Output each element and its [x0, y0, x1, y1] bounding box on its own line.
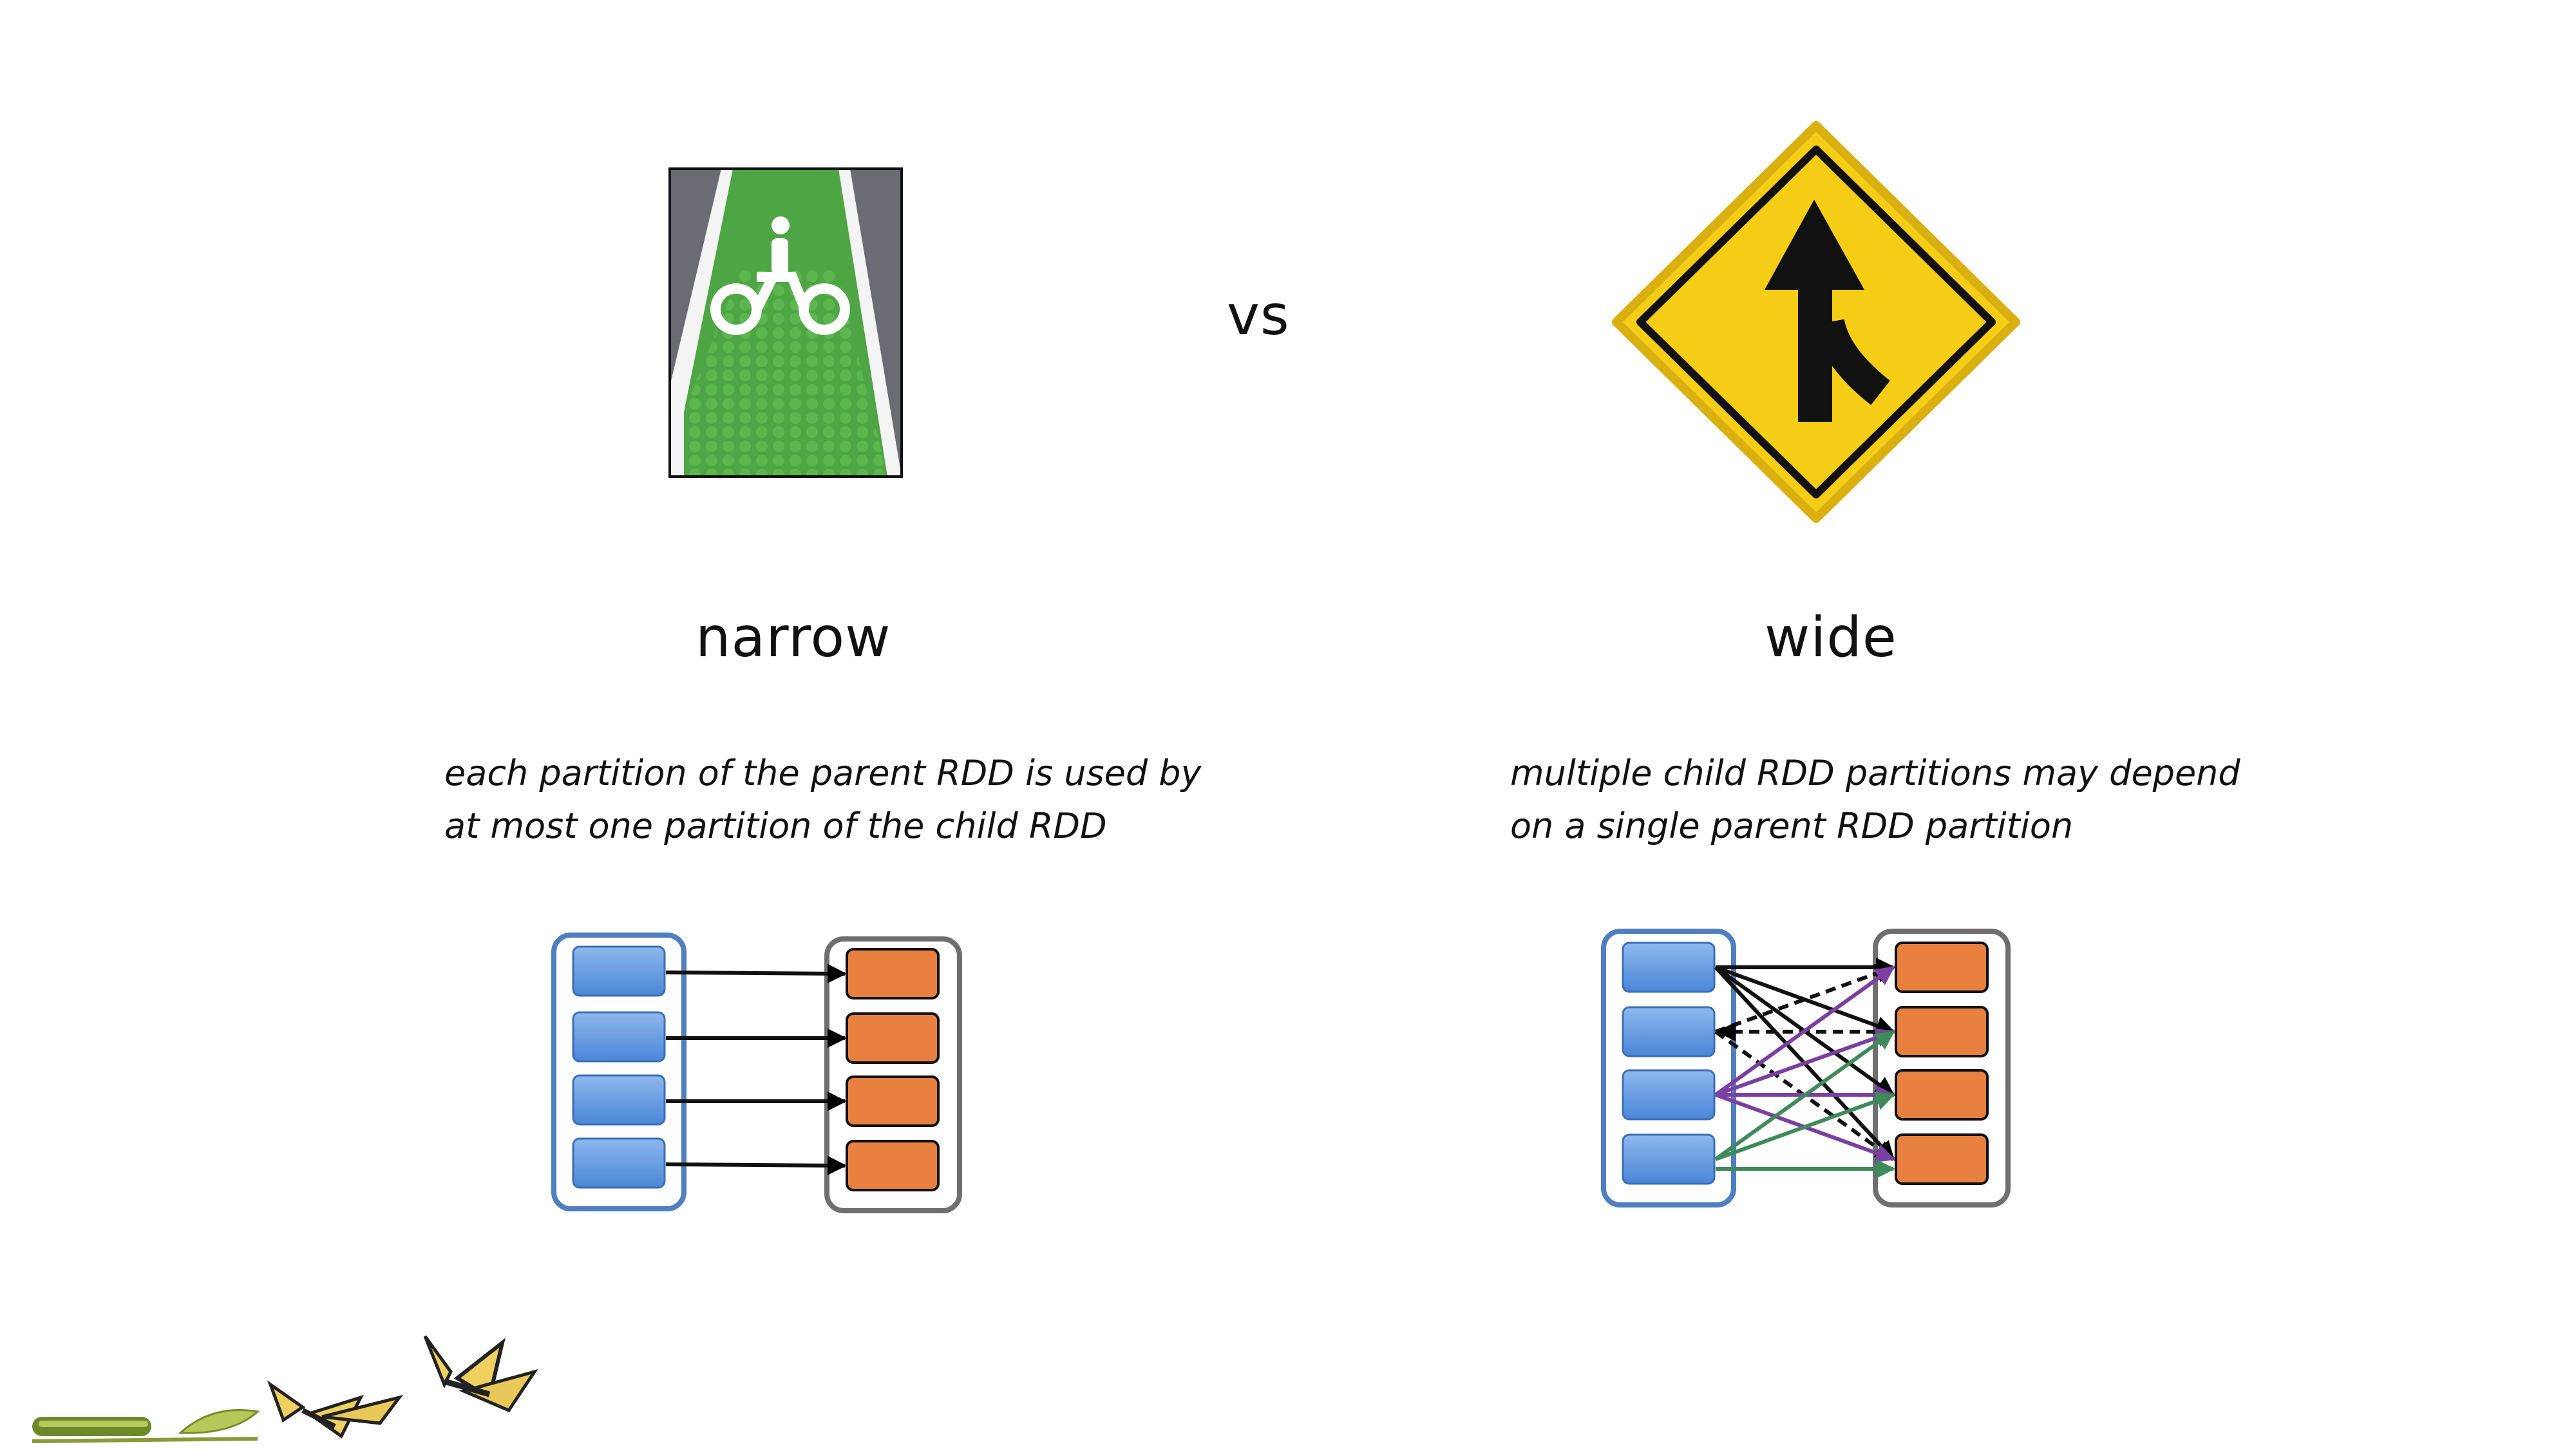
wide-arrows-green: [1714, 1030, 1895, 1179]
merge-traffic-sign: [1612, 121, 2020, 523]
parent-partitions: [572, 945, 666, 1189]
vs-label: vs: [1227, 283, 1290, 348]
wide-dependency-diagram: [1601, 929, 2011, 1208]
narrow-arrows: [665, 963, 847, 1175]
narrow-description: each partition of the parent RDD is used…: [444, 747, 1202, 853]
butterfly-icon: [267, 1380, 404, 1439]
child-partitions: [1895, 942, 1989, 1185]
wide-description-line-1: multiple child RDD partitions may depend: [1510, 753, 2240, 793]
narrow-dependency-diagram: [551, 933, 962, 1213]
caterpillar-to-butterfly-lifecycle: [32, 1335, 538, 1443]
bike-lane-photo: [670, 169, 902, 477]
child-partitions: [846, 948, 940, 1191]
wide-title: wide: [1765, 605, 1897, 670]
narrow-title: narrow: [696, 605, 891, 670]
narrow-description-line-1: each partition of the parent RDD is used…: [444, 753, 1202, 793]
bicycle-symbol-icon: [710, 272, 850, 335]
caterpillar-icon: [32, 1417, 258, 1443]
narrow-description-line-2: at most one partition of the child RDD: [444, 806, 1107, 846]
chrysalis-icon: [178, 1409, 260, 1434]
parent-partitions: [1622, 942, 1716, 1185]
wide-description: multiple child RDD partitions may depend…: [1510, 747, 2240, 853]
butterfly-icon: [423, 1335, 538, 1413]
wide-description-line-2: on a single parent RDD partition: [1510, 806, 2074, 846]
